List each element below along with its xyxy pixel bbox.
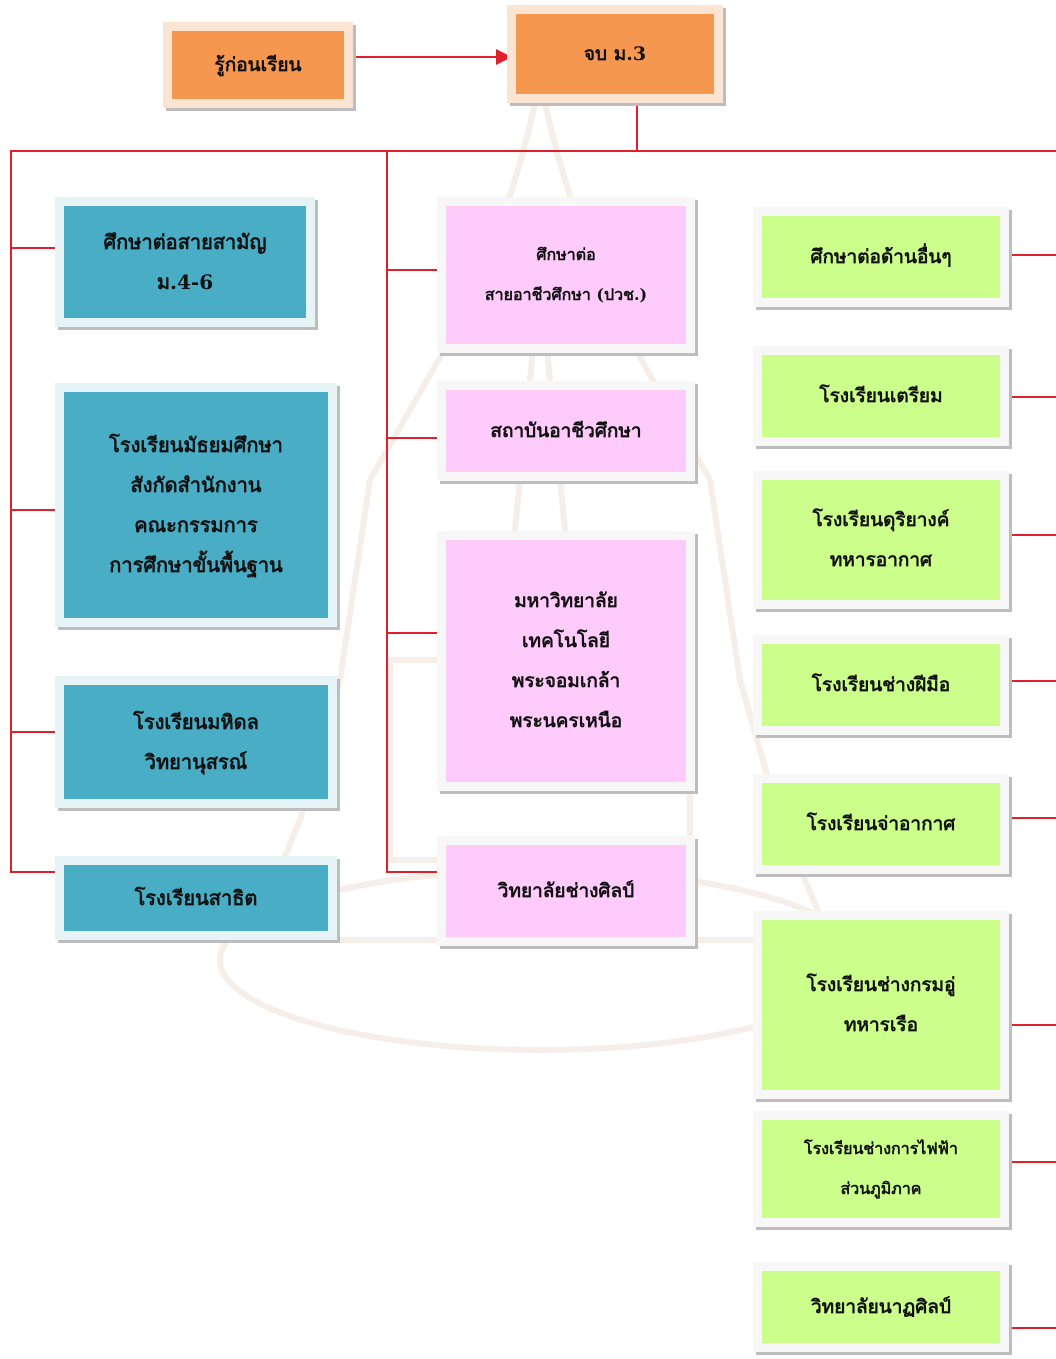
- connector-line: [10, 150, 1056, 152]
- box-label: โรงเรียนช่างการไฟฟ้า: [804, 1139, 958, 1158]
- box-label: ศึกษาต่อด้านอื่นๆ: [810, 246, 952, 268]
- general-stream-box: ศึกษาต่อสายสามัญ ม.4-6: [55, 197, 315, 327]
- box-label: รู้ก่อนเรียน: [214, 54, 302, 76]
- box-label: โรงเรียนช่างฝีมือ: [811, 674, 951, 696]
- box-label: โรงเรียนเตรียม: [819, 385, 943, 407]
- box-label: จบ ม.3: [583, 43, 647, 65]
- box-label: มหาวิทยาลัย: [514, 590, 618, 612]
- craftsman-school-box: โรงเรียนช่างฝีมือ: [753, 635, 1009, 735]
- connector-line: [1008, 254, 1056, 256]
- box-label: คณะกรรมการ: [134, 513, 258, 537]
- box-label: โรงเรียนจ่าอากาศ: [806, 813, 956, 835]
- box-label: โรงเรียนดุริยางค์: [812, 509, 950, 531]
- box-label: ทหารเรือ: [843, 1014, 919, 1036]
- finish-m3-box: จบ ม.3: [507, 5, 723, 103]
- connector-line: [1008, 396, 1056, 398]
- box-label: สังกัดสำนักงาน: [130, 473, 262, 497]
- connector-line: [10, 247, 62, 249]
- preparatory-school-box: โรงเรียนเตรียม: [753, 346, 1009, 446]
- box-label: ส่วนภูมิภาค: [840, 1179, 922, 1198]
- box-label: ศึกษาต่อสายสามัญ: [103, 230, 267, 254]
- connector-line: [386, 150, 388, 872]
- connector-line: [10, 509, 62, 511]
- art-college-box: วิทยาลัยช่างศิลป์: [437, 836, 695, 946]
- box-label: ทหารอากาศ: [829, 549, 933, 571]
- box-label: พระนครเหนือ: [509, 710, 623, 732]
- connector-line: [10, 871, 62, 873]
- connector-line: [10, 731, 62, 733]
- connector-line: [386, 871, 443, 873]
- connector-line: [386, 437, 443, 439]
- connector-line: [386, 632, 443, 634]
- satit-school-box: โรงเรียนสาธิต: [55, 856, 337, 940]
- connector-line: [1008, 817, 1056, 819]
- box-label: โรงเรียนสาธิต: [134, 886, 258, 910]
- box-label: พระจอมเกล้า: [511, 670, 621, 692]
- box-label: เทคโนโลยี: [522, 630, 610, 652]
- other-study-box: ศึกษาต่อด้านอื่นๆ: [753, 207, 1009, 307]
- connector-line: [10, 150, 12, 872]
- prior-knowledge-box: รู้ก่อนเรียน: [163, 22, 353, 108]
- box-label: โรงเรียนช่างกรมอู่: [806, 974, 956, 996]
- box-label: วิทยาลัยช่างศิลป์: [497, 880, 635, 902]
- box-label: สายอาชีวศึกษา (ปวช.): [484, 285, 648, 304]
- connector-line: [636, 106, 638, 152]
- box-label: วิทยาลัยนาฏศิลป์: [811, 1296, 951, 1318]
- airforce-music-school-box: โรงเรียนดุริยางค์ ทหารอากาศ: [753, 471, 1009, 609]
- box-label: โรงเรียนมัธยมศึกษา: [109, 433, 283, 457]
- secondary-school-box: โรงเรียนมัธยมศึกษา สังกัดสำนักงาน คณะกรร…: [55, 383, 337, 627]
- connector-line: [1008, 1327, 1056, 1329]
- connector-line: [352, 56, 498, 58]
- box-label: โรงเรียนมหิดล: [133, 710, 259, 734]
- pea-technical-school-box: โรงเรียนช่างการไฟฟ้า ส่วนภูมิภาค: [753, 1111, 1009, 1227]
- connector-line: [1008, 534, 1056, 536]
- box-label: การศึกษาขั้นพื้นฐาน: [109, 553, 283, 577]
- dramatic-arts-college-box: วิทยาลัยนาฏศิลป์: [753, 1262, 1009, 1352]
- box-label: ม.4-6: [156, 270, 214, 294]
- vocational-institute-box: สถาบันอาชีวศึกษา: [437, 381, 695, 481]
- box-label: สถาบันอาชีวศึกษา: [490, 420, 642, 442]
- kmutnb-box: มหาวิทยาลัย เทคโนโลยี พระจอมเกล้า พระนคร…: [437, 531, 695, 791]
- connector-line: [1008, 1024, 1056, 1026]
- naval-dockyard-school-box: โรงเรียนช่างกรมอู่ ทหารเรือ: [753, 911, 1009, 1099]
- box-label: วิทยานุสรณ์: [144, 750, 248, 774]
- airforce-nco-school-box: โรงเรียนจ่าอากาศ: [753, 774, 1009, 874]
- box-label: ศึกษาต่อ: [536, 245, 596, 264]
- vocational-stream-box: ศึกษาต่อ สายอาชีวศึกษา (ปวช.): [437, 197, 695, 353]
- mahidol-school-box: โรงเรียนมหิดล วิทยานุสรณ์: [55, 676, 337, 808]
- connector-line: [386, 269, 443, 271]
- connector-line: [1008, 1161, 1056, 1163]
- connector-line: [1008, 680, 1056, 682]
